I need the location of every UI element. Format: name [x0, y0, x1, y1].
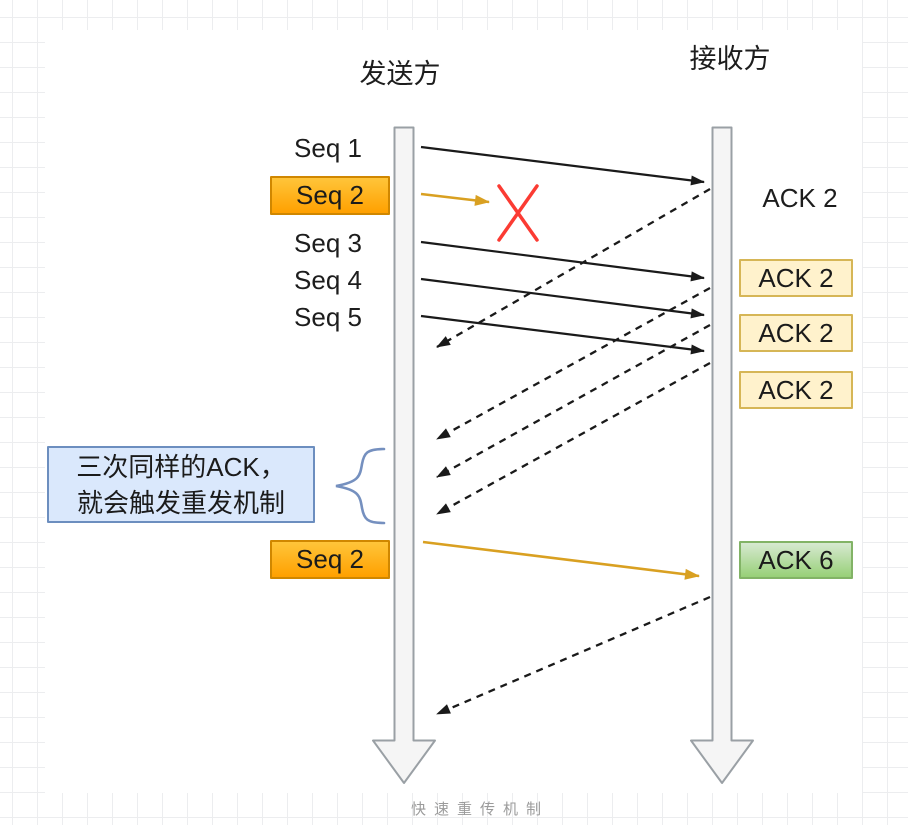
seq3-label: Seq 3 [294, 228, 362, 258]
sender-header: 发送方 [359, 59, 441, 89]
ack2-first-label: ACK 2 [762, 183, 838, 213]
ack2-dup1-badge: ACK 2 [739, 259, 853, 297]
ack6-badge: ACK 6 [739, 541, 853, 579]
seq1-arrow [420, 145, 705, 186]
seq5-label: Seq 5 [294, 302, 362, 332]
ack6-dashed-arrow [436, 595, 711, 716]
triple-ack-note-line1: 三次同样的ACK， [76, 452, 286, 482]
seq4-label: Seq 4 [294, 265, 362, 295]
receiver-timeline [690, 126, 754, 784]
seq5-arrow [420, 314, 705, 355]
seq3-arrow [420, 240, 705, 282]
seq2-lost-arrow [420, 192, 490, 206]
packet-loss-x-icon [497, 184, 539, 242]
sender-timeline [372, 126, 436, 784]
diagram-caption: 快速重传机制 [410, 801, 549, 818]
seq4-arrow [420, 277, 705, 319]
receiver-header: 接收方 [689, 44, 771, 74]
triple-ack-note-line2: 就会触发重发机制 [76, 488, 285, 518]
triple-ack-note: 三次同样的ACK， 就会触发重发机制 [47, 446, 315, 523]
seq1-label: Seq 1 [294, 133, 362, 163]
ack2-dup2-dashed-arrow [436, 323, 711, 479]
seq2-retransmit-arrow [422, 540, 700, 580]
ack2-dup3-dashed-arrow [436, 361, 711, 516]
triple-ack-brace [335, 447, 386, 525]
ack2-dup2-badge: ACK 2 [739, 314, 853, 352]
ack2-first-dashed-arrow [436, 188, 711, 348]
seq2-retransmit-badge: Seq 2 [270, 540, 390, 579]
ack2-dup3-badge: ACK 2 [739, 371, 853, 409]
seq2-lost-badge: Seq 2 [270, 176, 390, 215]
